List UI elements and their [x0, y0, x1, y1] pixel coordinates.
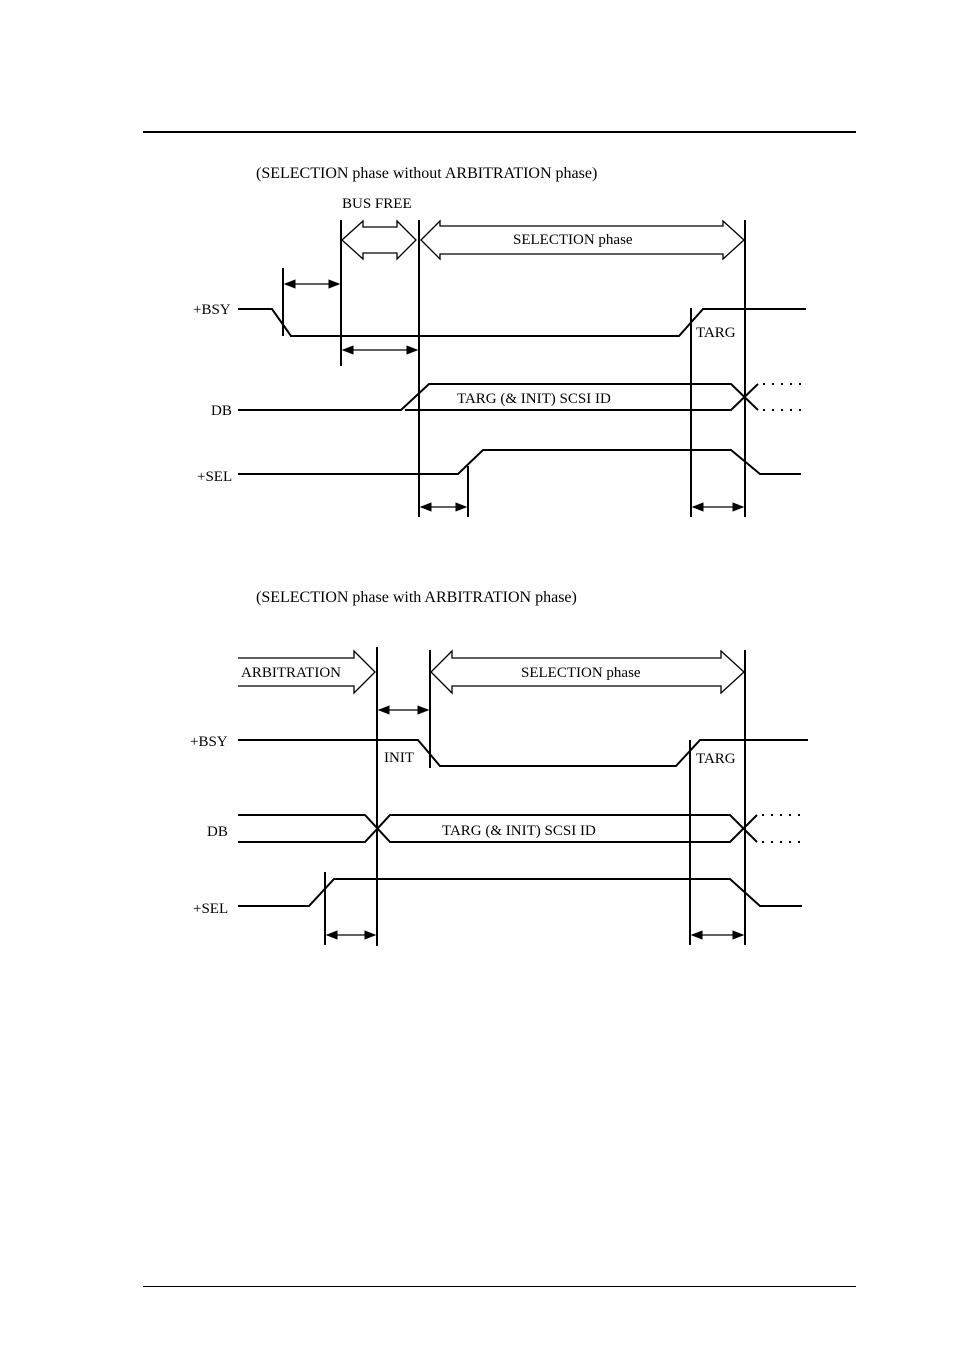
db-signal-label-2: DB — [207, 824, 228, 840]
sel-waveform — [238, 450, 801, 474]
db-value-label-2: TARG (& INIT) SCSI ID — [442, 823, 596, 839]
targ-label-bsy-2: TARG — [696, 751, 736, 767]
sel-signal-label: +SEL — [197, 469, 232, 485]
bus-free-label: BUS FREE — [342, 196, 412, 212]
bus-free-span-arrow — [342, 221, 416, 259]
arbitration-label: ARBITRATION — [241, 665, 341, 681]
selection-phase-label-2: SELECTION phase — [521, 665, 641, 681]
init-label: INIT — [384, 750, 414, 766]
db-signal-label: DB — [211, 403, 232, 419]
sel-waveform-2 — [238, 879, 802, 906]
timing-diagram-selection-without-arbitration: BUS FREE SELECTION phase +BSY TARG DB TA… — [0, 0, 954, 600]
db-value-label: TARG (& INIT) SCSI ID — [457, 391, 611, 407]
timing-diagram-selection-with-arbitration: ARBITRATION SELECTION phase +BSY INIT TA… — [0, 600, 954, 1000]
footer-rule — [143, 1286, 856, 1287]
bsy-signal-label: +BSY — [193, 302, 231, 318]
bsy-signal-label-2: +BSY — [190, 734, 228, 750]
targ-label-bsy: TARG — [696, 325, 736, 341]
selection-phase-label: SELECTION phase — [513, 232, 633, 248]
sel-signal-label-2: +SEL — [193, 901, 228, 917]
